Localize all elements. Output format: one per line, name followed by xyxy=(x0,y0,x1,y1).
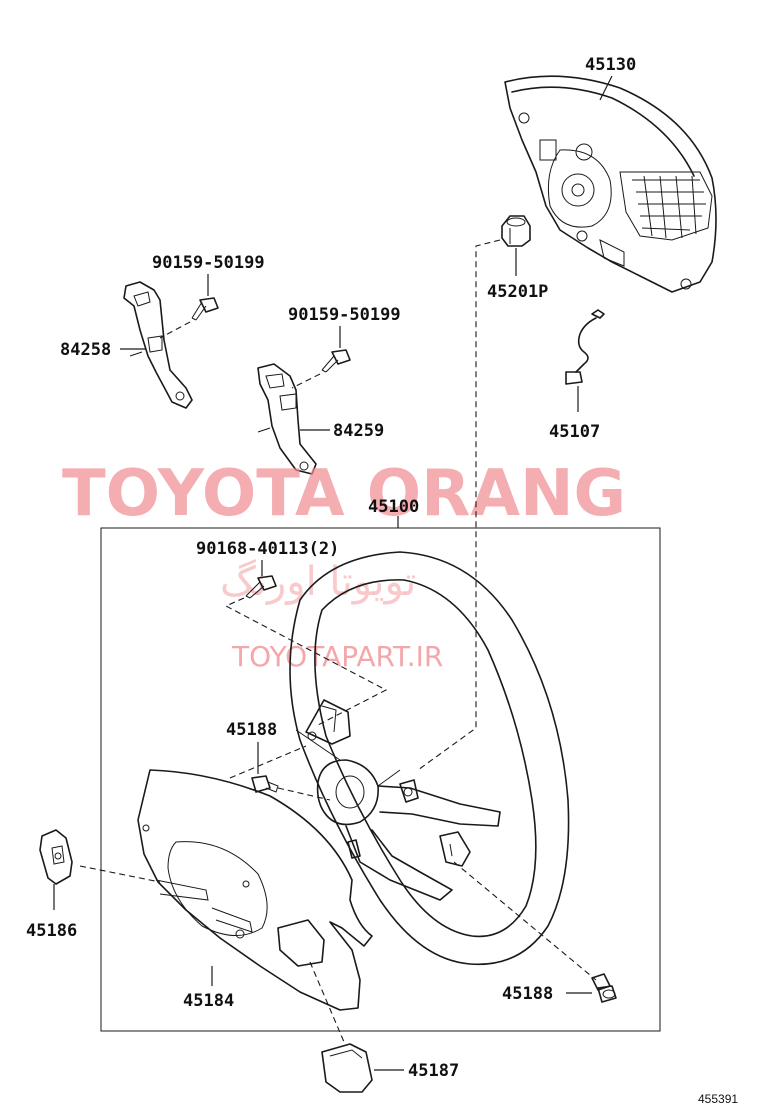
switch-84259-drawing xyxy=(257,363,317,475)
part-number-45186: 45186 xyxy=(26,921,77,941)
bolt-90159-a-drawing xyxy=(191,297,219,321)
part-number-84259: 84259 xyxy=(333,421,384,441)
airbag-45130-drawing xyxy=(504,75,717,293)
part-number-45188-b: 45188 xyxy=(502,984,553,1004)
part-number-45201p: 45201P xyxy=(487,282,548,302)
part-number-45130: 45130 xyxy=(585,55,636,75)
assembly-45100-frame xyxy=(100,527,661,1032)
screw-45188-b-drawing xyxy=(591,973,617,1003)
harness-45107-drawing xyxy=(565,309,605,385)
part-number-45187: 45187 xyxy=(408,1061,459,1081)
nut-45201p-drawing xyxy=(501,215,531,247)
part-number-45188-a: 45188 xyxy=(226,720,277,740)
figure-number: 455391 xyxy=(698,1092,738,1106)
switch-84258-drawing xyxy=(123,281,193,409)
part-number-90168: 90168-40113(2) xyxy=(196,539,339,559)
part-number-84258: 84258 xyxy=(60,340,111,360)
cover-45186-drawing xyxy=(39,829,73,885)
steering-wheel-45100-drawing xyxy=(289,551,570,966)
bolt-90168-drawing xyxy=(245,575,277,599)
part-number-45100: 45100 xyxy=(368,497,419,517)
lower-cover-45184-drawing xyxy=(137,769,373,1011)
part-number-90159-a: 90159-50199 xyxy=(152,253,265,273)
watermark-brand-fa: تويوتا اورنگ xyxy=(220,559,416,605)
part-number-45184: 45184 xyxy=(183,991,234,1011)
part-number-90159-b: 90159-50199 xyxy=(288,305,401,325)
watermark-brand: TOYOTA ORANG xyxy=(62,457,626,531)
cover-45187-drawing xyxy=(321,1043,373,1093)
watermark-site: TOYOTAPART.IR xyxy=(231,640,443,673)
part-number-45107: 45107 xyxy=(549,422,600,442)
bolt-90159-b-drawing xyxy=(321,349,351,373)
screw-45188-a-drawing xyxy=(251,775,279,793)
